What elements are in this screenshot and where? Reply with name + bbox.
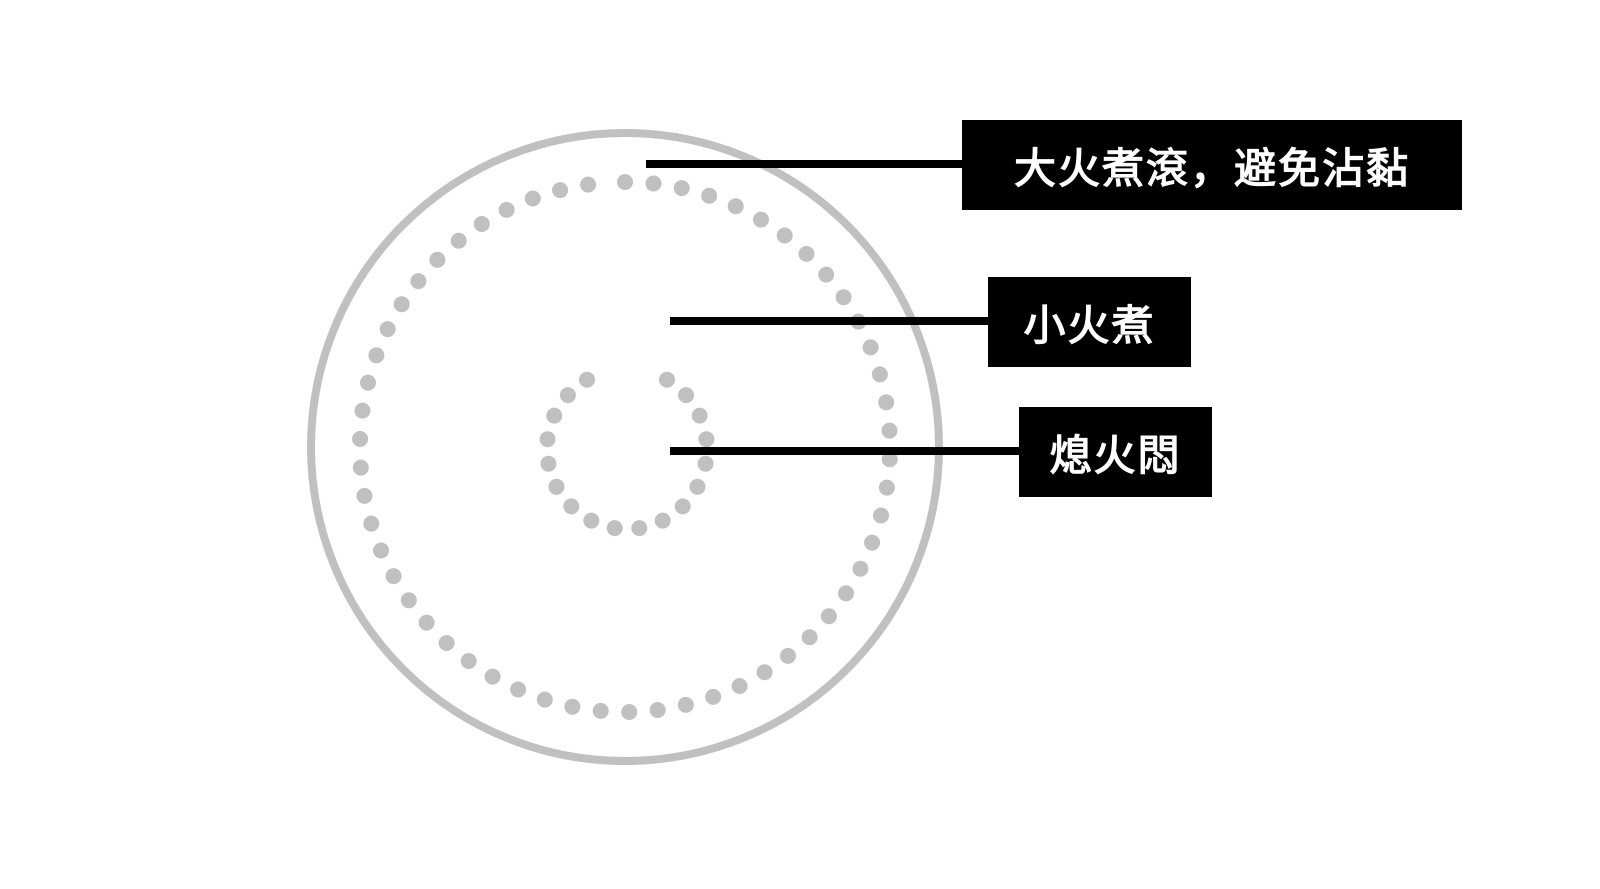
- inner-ring-dot: [563, 498, 580, 515]
- outer-ring-dot: [418, 614, 435, 631]
- inner-dotted-ring: [539, 371, 715, 537]
- outer-ring-dot: [460, 653, 477, 669]
- outer-ring-dot: [731, 678, 748, 694]
- outer-ring-dot: [838, 585, 854, 602]
- outer-ring-dot: [780, 647, 796, 664]
- outer-ring-dot: [484, 668, 501, 685]
- outer-ring-dot: [510, 681, 527, 698]
- outer-ring-dot: [705, 688, 722, 705]
- outer-ring-dot: [356, 487, 373, 504]
- outer-ring-dot: [852, 560, 869, 577]
- outer-ring-dot: [552, 182, 569, 199]
- outer-ring-dot: [524, 190, 541, 207]
- outer-ring-dot: [835, 289, 852, 306]
- outer-ring-dot: [564, 698, 581, 715]
- outer-ring-dot: [410, 273, 427, 290]
- outer-ring-dot: [881, 422, 898, 439]
- outer-ring-dot: [354, 402, 371, 419]
- inner-ring-dot: [548, 478, 565, 495]
- inner-ring-dot: [691, 407, 708, 424]
- inner-ring-dot: [689, 478, 706, 495]
- label-low-heat: 小火煮: [988, 277, 1191, 367]
- label-low-heat-text: 小火煮: [1023, 300, 1156, 350]
- outer-ring-dot: [363, 515, 380, 532]
- label-high-heat-text: 大火煮滾，避免沾黏: [1013, 143, 1410, 193]
- outer-ring-dot: [592, 702, 609, 719]
- outer-ring-dot: [368, 347, 385, 364]
- outer-ring-dot: [536, 691, 553, 708]
- outer-ring-dot: [352, 431, 369, 447]
- outer-ring-dot: [645, 175, 662, 192]
- inner-ring-dot: [559, 387, 576, 404]
- outer-ring-dot: [801, 629, 818, 646]
- inner-ring-dot: [579, 371, 595, 388]
- outer-ring-dot: [373, 542, 389, 559]
- outer-ring-dot: [360, 374, 376, 391]
- outer-ring-dot: [498, 201, 515, 218]
- outer-dotted-ring: [352, 174, 898, 720]
- outer-ring-dot: [727, 198, 744, 215]
- outer-ring-dot: [820, 608, 837, 625]
- outer-ring-dot: [753, 211, 769, 228]
- outer-ring-dot: [871, 366, 888, 383]
- outer-ring-dot: [798, 245, 815, 262]
- outer-ring-dot: [677, 696, 694, 713]
- outer-ring-dot: [864, 534, 881, 551]
- outer-ring-dot: [873, 507, 889, 524]
- outer-ring-dot: [617, 174, 633, 190]
- outer-ring-dot: [429, 251, 446, 268]
- inner-ring-dot: [546, 407, 563, 424]
- inner-ring-dot: [606, 520, 623, 537]
- inner-ring-dot: [698, 431, 715, 448]
- inner-ring-dot: [654, 512, 671, 529]
- inner-ring-dot: [659, 371, 675, 388]
- outer-ring-dot: [701, 187, 718, 204]
- inner-ring-dot: [678, 387, 695, 404]
- outer-ring-dot: [878, 394, 895, 411]
- outer-ring-dot: [878, 479, 895, 496]
- inner-ring-dot: [539, 431, 556, 448]
- inner-ring-dot: [583, 512, 600, 529]
- outer-ring-dot: [450, 232, 467, 249]
- inner-ring-dot: [697, 455, 714, 472]
- inner-ring-dot: [540, 455, 557, 472]
- label-heat-off-text: 熄火悶: [1049, 430, 1182, 480]
- outer-ring-dot: [580, 176, 597, 193]
- outer-ring-dot: [352, 459, 369, 476]
- outer-ring-dot: [473, 216, 490, 232]
- outer-ring-dot: [818, 266, 835, 283]
- outer-ring-dot: [385, 568, 402, 585]
- outer-ring-dot: [400, 592, 417, 609]
- label-high-heat: 大火煮滾，避免沾黏: [962, 120, 1462, 210]
- outer-ring-dot: [393, 296, 410, 313]
- label-heat-off: 熄火悶: [1019, 407, 1212, 497]
- outer-ring-dot: [649, 702, 666, 718]
- outer-ring-dot: [756, 664, 773, 681]
- outer-ring-dot: [673, 180, 690, 197]
- outer-ring-dot: [776, 227, 793, 244]
- outer-ring-dot: [438, 635, 455, 651]
- inner-ring-dot: [674, 498, 691, 515]
- outer-ring-dot: [862, 339, 879, 356]
- inner-ring-dot: [631, 520, 648, 537]
- outer-ring-dot: [379, 321, 396, 338]
- outer-ring-dot: [621, 704, 638, 720]
- outer-ring-dot: [881, 451, 898, 468]
